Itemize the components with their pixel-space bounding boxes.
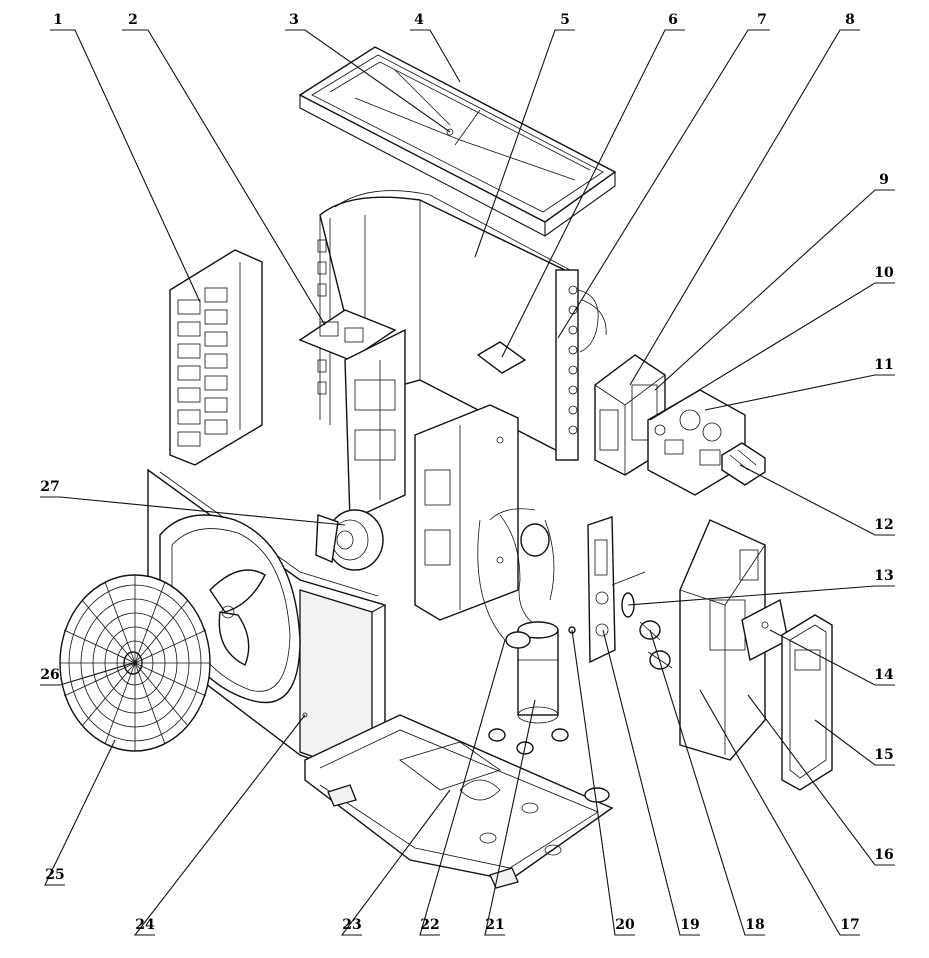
partition-panel	[414, 404, 519, 621]
top-cover	[298, 46, 617, 237]
callout-17: 17	[840, 917, 859, 933]
leader-24	[133, 714, 306, 936]
callout-1: 1	[53, 12, 63, 28]
callout-24: 24	[135, 917, 155, 933]
callout-13: 13	[874, 568, 893, 584]
leader-lines	[40, 29, 895, 936]
callout-2: 2	[128, 12, 138, 28]
callout-12: 12	[874, 517, 893, 533]
callout-8: 8	[845, 12, 855, 28]
leader-25	[44, 739, 116, 886]
leader-12	[739, 464, 895, 536]
condenser-fins-left	[317, 239, 327, 395]
callout-16: 16	[874, 847, 893, 863]
callout-21: 21	[485, 917, 504, 933]
callout-11: 11	[874, 357, 893, 373]
callout-9: 9	[879, 172, 889, 188]
leader-15	[814, 719, 895, 766]
callout-5: 5	[560, 12, 570, 28]
callout-19: 19	[680, 917, 699, 933]
callout-7: 7	[757, 12, 767, 28]
leader-10	[649, 282, 895, 421]
leader-16	[747, 694, 895, 866]
leader-4	[410, 29, 461, 83]
leader-7	[557, 29, 770, 339]
leader-11	[704, 374, 895, 411]
front-fan-grille	[59, 574, 211, 752]
callout-27: 27	[40, 479, 59, 495]
leader-2	[122, 29, 326, 326]
callout-23: 23	[342, 917, 361, 933]
base-pan	[304, 714, 614, 889]
valve-cover	[781, 614, 833, 791]
label-plate	[476, 341, 527, 374]
leader-18	[649, 629, 765, 936]
leader-20	[571, 629, 635, 936]
callout-18: 18	[745, 917, 764, 933]
callout-4: 4	[414, 12, 424, 28]
rear-grille-panel	[169, 249, 263, 466]
leader-9	[654, 189, 895, 391]
pipe-assembly	[555, 269, 607, 461]
callout-10: 10	[874, 265, 894, 281]
leader-26	[40, 662, 134, 686]
callout-3: 3	[289, 12, 299, 28]
fan-motor	[315, 509, 384, 571]
callout-26: 26	[40, 667, 59, 683]
leader-23	[340, 789, 451, 936]
leader-22	[419, 639, 506, 936]
motor-bracket	[298, 309, 406, 522]
leader-5	[474, 29, 575, 258]
service-valves	[639, 620, 673, 670]
terminal-block	[721, 442, 766, 486]
leader-19	[602, 629, 700, 936]
leader-27	[40, 496, 346, 526]
callout-6: 6	[668, 12, 678, 28]
callout-15: 15	[874, 747, 893, 763]
leader-14	[769, 629, 895, 686]
leader-13	[627, 585, 895, 606]
leader-3	[285, 29, 451, 133]
grille-slots	[177, 287, 228, 447]
leader-1	[50, 29, 201, 303]
callout-numbers: 1 2 3 4 5 6 7 8 9 10 11 12 13 14 15 16 1…	[40, 12, 894, 933]
fan-blades	[209, 569, 266, 666]
callout-22: 22	[420, 917, 439, 933]
leader-17	[699, 689, 860, 936]
leader-6	[501, 29, 685, 358]
callout-14: 14	[874, 667, 894, 683]
callout-25: 25	[45, 867, 64, 883]
callout-20: 20	[615, 917, 635, 933]
valve-plate	[587, 516, 646, 664]
leader-21	[484, 699, 536, 936]
leader-8	[629, 29, 860, 386]
compressor	[477, 508, 569, 755]
